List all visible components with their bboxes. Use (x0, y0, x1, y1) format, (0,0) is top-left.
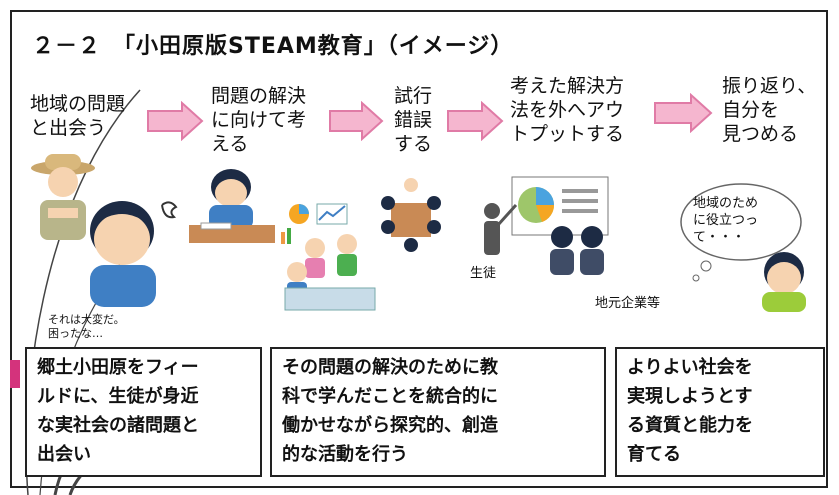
arrow-right-icon (654, 93, 713, 133)
farmer-illustration (31, 154, 95, 240)
worried-student-illustration (90, 201, 178, 307)
summary-box-1: 郷土小田原をフィー ルドに、生徒が身近 な実社会の諸問題と 出会い (25, 347, 262, 477)
step-1: 地域の問題 と出会う (30, 93, 126, 139)
summary-box-2: その問題の解決のために教 科で学んだことを統合的に 働かせながら探究的、創造 的… (270, 347, 606, 477)
step-3: 試行 錯誤 する (394, 85, 433, 155)
page-title: ２－２ 「小田原版STEAM教育」（イメージ） (32, 34, 514, 59)
group-discussion-illustration (281, 203, 376, 311)
accent-bar (10, 360, 20, 388)
step-5: 振り返り、 自分を 見つめる (722, 75, 817, 145)
label-company: 地元企業等 (595, 296, 661, 311)
label-student: 生徒 (470, 266, 497, 281)
summary-box-3: よりよい社会を 実現しようとす る資質と能力を 育てる (615, 347, 825, 477)
thought-bubble-text: 地域のため に役立つっ て・・・ (693, 196, 759, 245)
step-2: 問題の解決 に向けて考 える (211, 85, 307, 155)
presentation-illustration (484, 176, 609, 275)
arrow-right-icon (447, 101, 504, 141)
studying-student-illustration (189, 169, 275, 243)
team-table-illustration (381, 178, 441, 252)
arrow-right-icon (147, 101, 204, 141)
speech-text: それは大変だ。 困ったな… (48, 313, 125, 340)
step-4: 考えた解決方 法を外へアウ トプットする (510, 75, 625, 145)
thought-bubble (680, 183, 806, 312)
arrow-right-icon (329, 101, 384, 141)
